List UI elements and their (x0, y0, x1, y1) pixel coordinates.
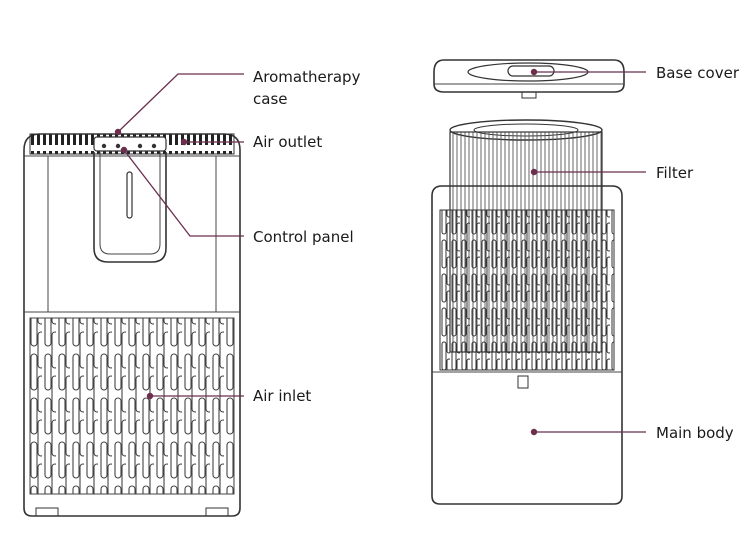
air-inlet-label: Air inlet (253, 387, 311, 405)
purifier-exploded (431, 59, 625, 505)
base-cover-part (433, 59, 625, 99)
control-panel-leader (123, 149, 244, 237)
air-outlet-label: Air outlet (253, 133, 322, 151)
control-panel-label: Control panel (253, 228, 354, 246)
base-cover-label: Base cover (656, 64, 740, 82)
filter-label: Filter (656, 164, 694, 182)
purifier-assembled (23, 133, 241, 517)
main-body-part (431, 185, 623, 505)
aromatherapy-label-line2: case (253, 90, 287, 108)
aromatherapy-label-line1: Aromatherapy (253, 68, 361, 86)
aromatherapy-leader (117, 73, 244, 133)
main-body-label: Main body (656, 424, 734, 442)
